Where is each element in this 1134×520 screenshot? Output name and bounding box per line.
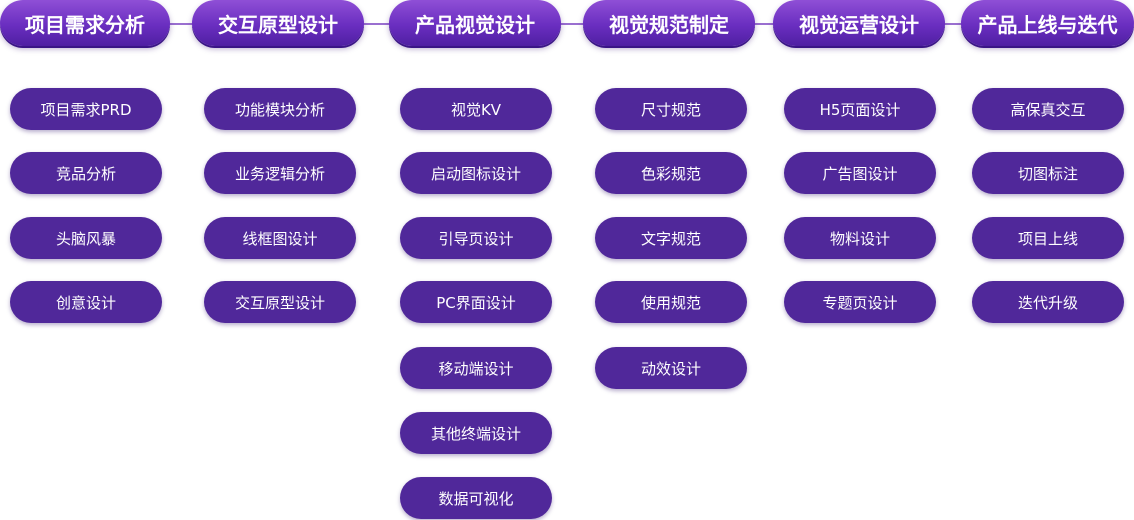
stage-item: 文字规范: [595, 217, 747, 259]
stage-item: 切图标注: [972, 152, 1124, 194]
stage-header: 视觉运营设计: [773, 0, 945, 46]
stage-item: 高保真交互: [972, 88, 1124, 130]
stage-item: 创意设计: [10, 281, 162, 323]
stage-item: 视觉KV: [400, 88, 552, 130]
stage-item: 移动端设计: [400, 347, 552, 389]
stage-item: 其他终端设计: [400, 412, 552, 454]
stage-item: 数据可视化: [400, 477, 552, 519]
stage-item: H5页面设计: [784, 88, 936, 130]
stage-item: PC界面设计: [400, 281, 552, 323]
stage-header: 视觉规范制定: [583, 0, 755, 46]
timeline-connector-line: [150, 23, 990, 25]
stage-item: 色彩规范: [595, 152, 747, 194]
stage-item: 动效设计: [595, 347, 747, 389]
stage-item: 线框图设计: [204, 217, 356, 259]
stage-item: 启动图标设计: [400, 152, 552, 194]
stage-header: 产品上线与迭代: [961, 0, 1134, 46]
stage-item: 项目上线: [972, 217, 1124, 259]
stage-header: 交互原型设计: [192, 0, 364, 46]
stage-item: 交互原型设计: [204, 281, 356, 323]
stage-item: 功能模块分析: [204, 88, 356, 130]
stage-header: 产品视觉设计: [389, 0, 561, 46]
stage-item: 竞品分析: [10, 152, 162, 194]
stage-item: 专题页设计: [784, 281, 936, 323]
stage-item: 广告图设计: [784, 152, 936, 194]
stage-item: 尺寸规范: [595, 88, 747, 130]
stage-item: 头脑风暴: [10, 217, 162, 259]
stage-item: 引导页设计: [400, 217, 552, 259]
stage-item: 项目需求PRD: [10, 88, 162, 130]
stage-item: 使用规范: [595, 281, 747, 323]
stage-item: 业务逻辑分析: [204, 152, 356, 194]
stage-header: 项目需求分析: [0, 0, 170, 46]
stage-item: 迭代升级: [972, 281, 1124, 323]
stage-item: 物料设计: [784, 217, 936, 259]
